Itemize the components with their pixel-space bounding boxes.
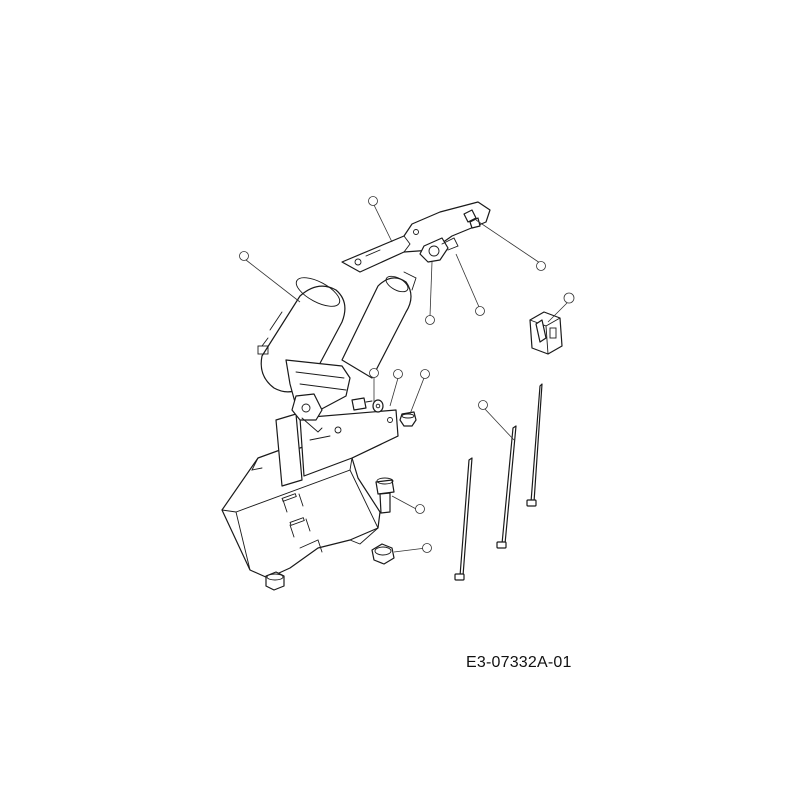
callout-3 — [536, 261, 546, 271]
drawing-code: E3-07332A-01 — [466, 654, 572, 671]
lever-plate — [341, 201, 491, 273]
callout-2 — [368, 196, 378, 206]
callout-6 — [563, 292, 575, 304]
bolt-washer — [351, 397, 384, 413]
flange-nut-small — [399, 411, 417, 427]
callout-11 — [415, 504, 425, 514]
callout-9 — [420, 369, 430, 379]
shoulder-bolt — [375, 477, 395, 514]
callout-10 — [478, 400, 488, 410]
callout-12 — [422, 543, 432, 553]
callout-8 — [393, 369, 403, 379]
cable-ties — [454, 383, 543, 581]
leader-lines — [245, 204, 568, 553]
callout-4 — [425, 315, 435, 325]
callout-7 — [369, 368, 379, 378]
linear-actuator — [257, 271, 417, 433]
switch-block — [529, 311, 563, 355]
callouts — [239, 196, 575, 553]
hex-nut — [371, 543, 395, 565]
callout-1 — [239, 251, 249, 261]
mounting-bracket — [221, 409, 399, 579]
bottom-nut — [265, 571, 285, 591]
callout-5 — [475, 306, 485, 316]
